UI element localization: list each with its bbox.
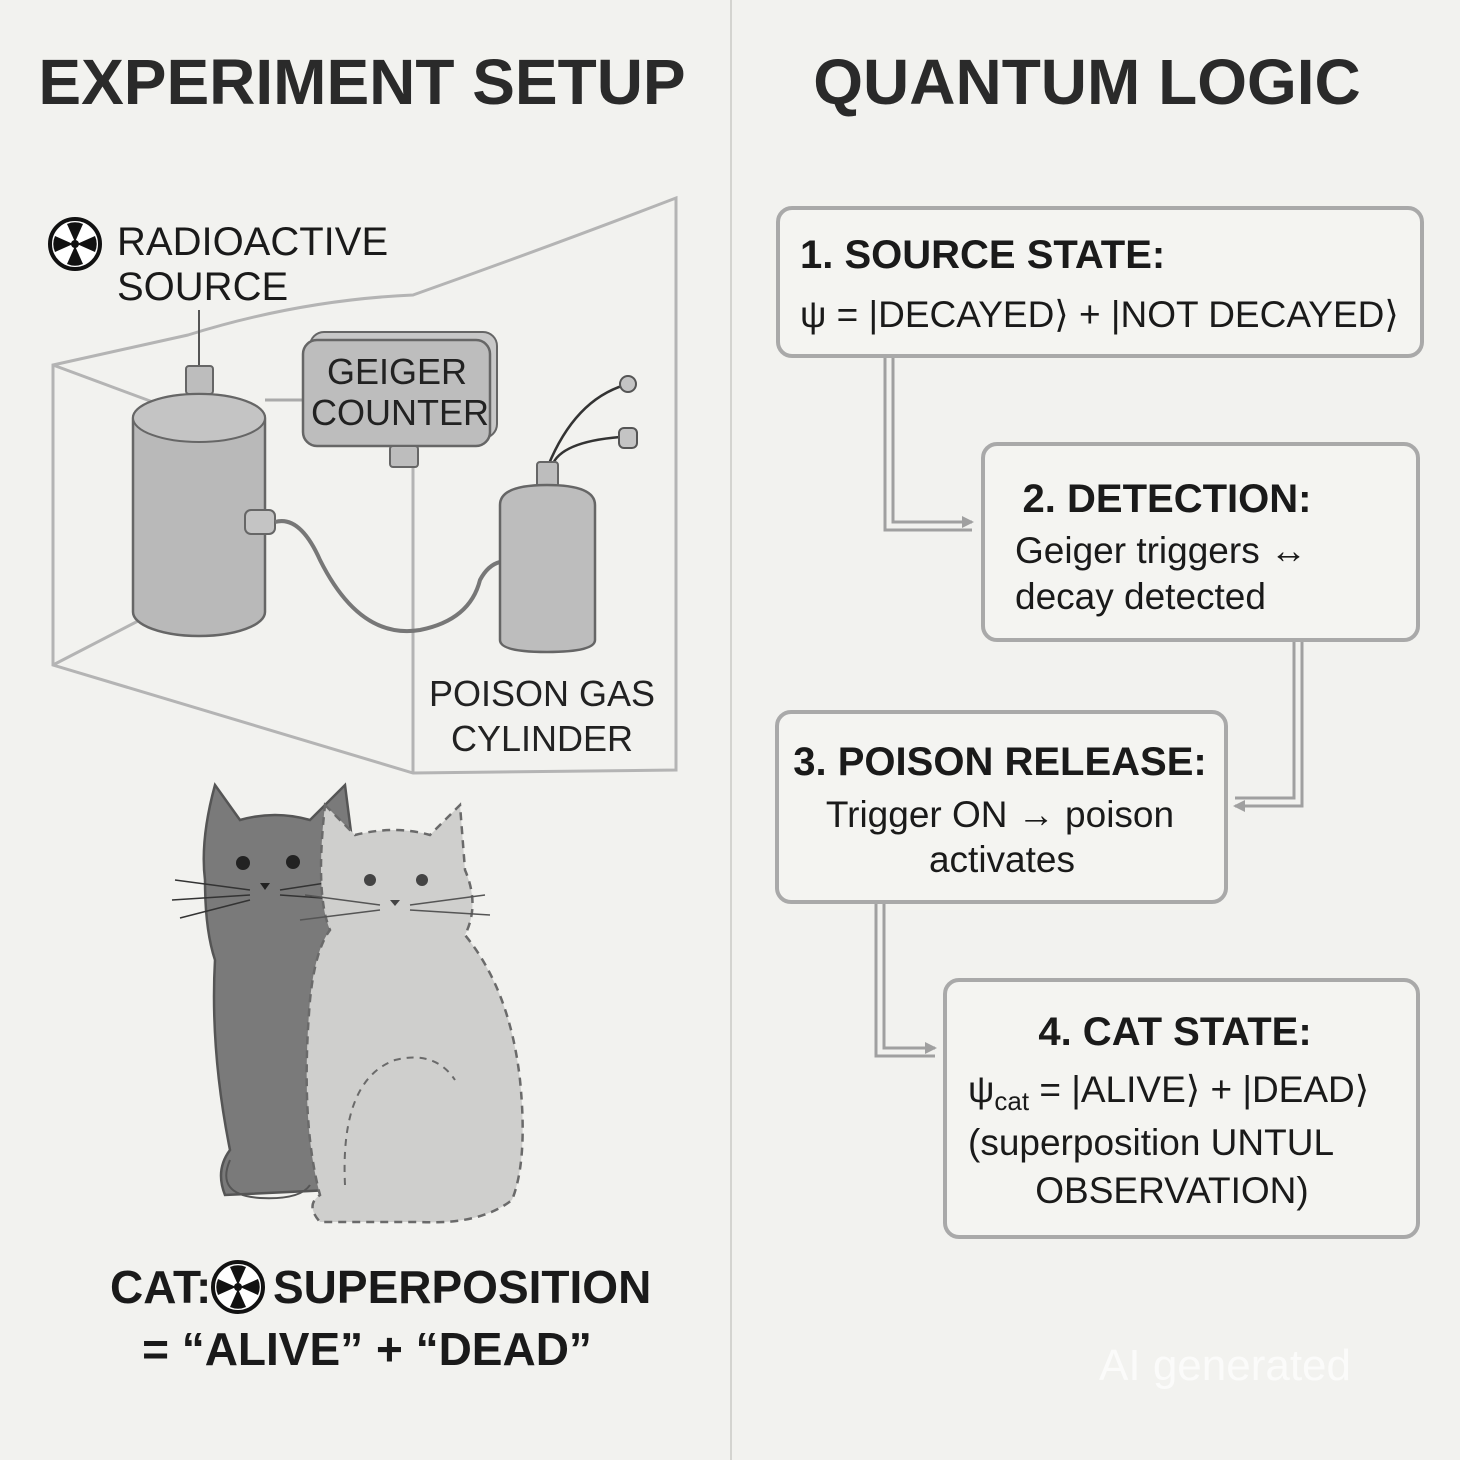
geiger-label-line2: COUNTER — [311, 392, 489, 433]
step-1-equation: ψ = |DECAYED⟩ + |NOT DECAYED⟩ — [800, 294, 1399, 335]
psi-subscript: cat — [994, 1086, 1029, 1116]
step-3-line2: activates — [929, 839, 1075, 880]
poison-gas-cylinder: POISON GAS CYLINDER — [429, 375, 655, 759]
radiation-icon — [48, 217, 102, 271]
watermark: AI generated — [1099, 1341, 1351, 1390]
step-3-line1: Trigger ON → poison — [826, 794, 1174, 835]
caption-line2: = “ALIVE” + “DEAD” — [142, 1323, 592, 1375]
step-2-line1: Geiger triggers ↔ — [1015, 530, 1307, 571]
caption-superposition: SUPERPOSITION — [273, 1261, 651, 1313]
psi-symbol: ψ — [968, 1069, 994, 1110]
step-1-box: 1. SOURCE STATE: ψ = |DECAYED⟩ + |NOT DE… — [776, 206, 1424, 358]
flow-connectors — [874, 357, 1304, 1058]
step-4-equation: ψcat = |ALIVE⟩ + |DEAD⟩ — [968, 1069, 1369, 1116]
step-4-box: 4. CAT STATE: ψcat = |ALIVE⟩ + |DEAD⟩ (s… — [943, 978, 1420, 1239]
hose — [274, 519, 501, 634]
step-2-box: 2. DETECTION: Geiger triggers ↔ decay de… — [981, 442, 1420, 642]
radiation-icon — [211, 1260, 265, 1314]
geiger-label-line1: GEIGER — [327, 351, 467, 392]
poison-label-line1: POISON GAS — [429, 673, 655, 714]
step-2-heading: 2. DETECTION: — [1023, 477, 1312, 521]
caption-prefix: CAT: — [110, 1261, 211, 1313]
equation-rest: = |ALIVE⟩ + |DEAD⟩ — [1029, 1069, 1369, 1110]
step-2-line2: decay detected — [1015, 576, 1266, 617]
right-panel-title: QUANTUM LOGIC — [813, 46, 1361, 118]
step-3-box: 3. POISON RELEASE: Trigger ON → poison a… — [775, 710, 1228, 904]
step-1-heading: 1. SOURCE STATE: — [800, 233, 1165, 277]
dead-cat — [299, 802, 524, 1224]
poison-label-line2: CYLINDER — [451, 718, 633, 759]
step-4-line2: OBSERVATION) — [1035, 1170, 1308, 1211]
left-panel-title: EXPERIMENT SETUP — [38, 46, 685, 118]
radioactive-label-line1: RADIOACTIVE — [117, 220, 388, 264]
step-4-heading: 4. CAT STATE: — [1038, 1010, 1311, 1054]
geiger-counter: GEIGER COUNTER — [265, 331, 498, 468]
cat-caption: CAT: SUPERPOSITION = “ALIVE” + “DEAD” — [110, 1260, 651, 1375]
step-3-heading: 3. POISON RELEASE: — [793, 740, 1206, 784]
step-4-line1: (superposition UNTUL — [968, 1122, 1334, 1163]
radioactive-label-line2: SOURCE — [117, 265, 288, 309]
